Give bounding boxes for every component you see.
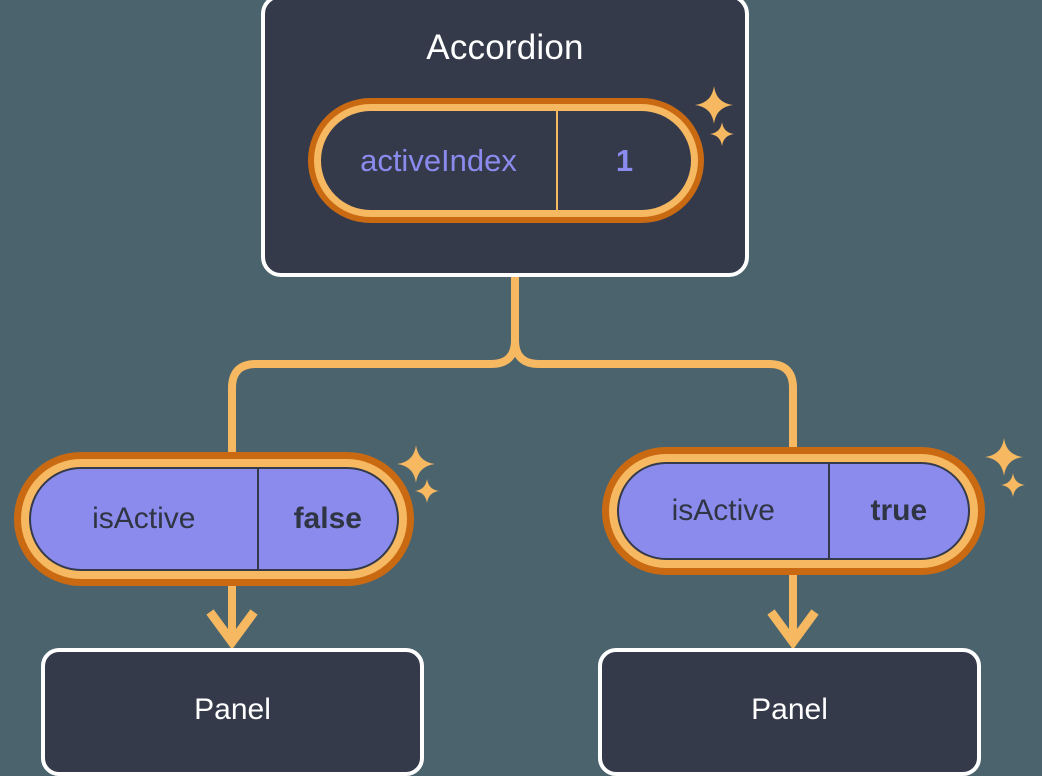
state-value: true [870, 494, 928, 527]
pill-body: isActive false [29, 467, 399, 571]
panel-title: Panel [194, 693, 271, 726]
arrow-down-icon-right [767, 609, 819, 650]
state-key: activeIndex [321, 111, 558, 210]
pill-body: isActive true [617, 462, 970, 560]
panel-component-card-left[interactable]: Panel [41, 648, 424, 776]
pill-body: activeIndex 1 [321, 111, 691, 210]
sparkle-four-point-large [984, 437, 1024, 477]
sparkle-four-point-large [396, 444, 436, 484]
wire-root-to-right [511, 272, 797, 454]
sparkle-four-point-small [709, 121, 735, 147]
state-pill-active-index[interactable]: activeIndex 1 [308, 98, 704, 223]
state-value: 1 [615, 142, 634, 178]
panel-component-card-right[interactable]: Panel [598, 648, 981, 776]
accordion-title: Accordion [426, 28, 584, 67]
state-value: false [293, 502, 362, 535]
state-pill-is-active-true[interactable]: isActive true [602, 447, 985, 575]
sparkle-four-point-large [694, 85, 734, 125]
state-key: isActive [31, 469, 259, 569]
panel-title: Panel [751, 693, 828, 726]
state-key: isActive [619, 464, 830, 558]
sparkle-four-point-small [1000, 472, 1026, 498]
sparkle-four-point-small [414, 478, 440, 504]
wire-root-to-left [228, 272, 519, 459]
state-pill-is-active-false[interactable]: isActive false [14, 452, 414, 586]
arrow-down-icon-left [206, 609, 258, 650]
